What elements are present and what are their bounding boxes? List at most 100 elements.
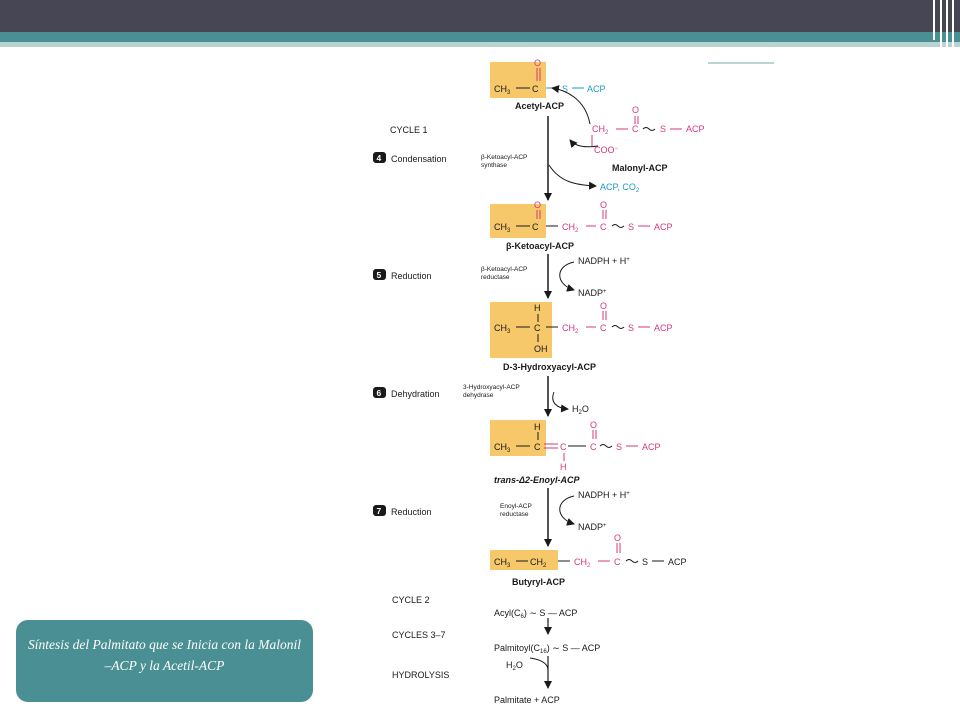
svg-text:CH2: CH2 [530,557,547,569]
butyryl-acp-structure: CH3 CH2 CH2 C O S ACP [494,533,687,569]
svg-text:CH3: CH3 [494,222,511,234]
step5-badge [373,269,386,280]
title-bar [0,0,960,32]
svg-text:OH: OH [534,344,548,354]
hydrolysis-label: HYDROLYSIS [392,670,449,680]
svg-text:O: O [534,200,541,210]
enoyl-highlight [490,420,546,456]
enoyl-acp-label: trans-Δ2-Enoyl-ACP [494,475,581,485]
svg-text:ACP: ACP [654,222,673,232]
svg-text:O: O [600,200,607,210]
h2o-6: H2O [572,404,589,416]
svg-text:O: O [632,105,639,115]
decorative-line [708,62,774,64]
svg-text:CH2: CH2 [562,323,579,335]
acp-co2-byproduct: ACP, CO2 [600,182,640,194]
ketoacyl-highlight [490,204,546,238]
svg-text:C: C [534,323,541,333]
malonyl-acp-structure: O CH2 C S ACP COO− [591,105,705,155]
svg-text:C: C [600,222,607,232]
step4-enzyme-line2: synthase [481,162,507,169]
enoyl-acp-structure: H CH3 C C H C O S ACP [494,420,661,472]
h2o-hydrolysis: H2O [506,660,523,672]
ketoacyl-acp-structure: CH3 C O CH2 C O S ACP [494,200,673,234]
svg-text:ACP: ACP [587,84,606,94]
cycle2-label: CYCLE 2 [392,595,430,605]
butyryl-highlight [490,550,558,570]
nadph-7: NADPH + H+ [578,490,630,500]
nadp-5: NADP+ [578,288,607,298]
svg-text:CH2: CH2 [574,557,591,569]
svg-text:C: C [532,222,539,232]
svg-text:H: H [560,462,567,472]
svg-text:C: C [614,557,621,567]
step5-name: Reduction [391,271,432,281]
step7-number: 7 [377,506,382,516]
decorative-line [940,0,942,60]
decorative-line [568,47,888,50]
step7-enzyme-line2: reductase [500,511,529,518]
acyl-c6-acp: Acyl(C6) ∼ S — ACP [494,608,577,620]
acetyl-acp-label: Acetyl-ACP [515,101,564,111]
step6-badge [373,387,386,398]
hydroxyacyl-acp-label: D-3-Hydroxyacyl-ACP [503,362,596,372]
svg-text:C: C [590,442,597,452]
svg-text:C: C [532,84,539,94]
svg-text:C: C [534,442,541,452]
svg-text:S: S [616,442,622,452]
step4-enzyme: β-Ketoacyl-ACP [481,154,527,161]
step4-badge [373,152,386,163]
svg-text:CH3: CH3 [494,557,511,569]
svg-text:C: C [632,124,639,134]
svg-text:S: S [660,124,666,134]
step4-name: Condensation [391,154,447,164]
step5-enzyme: β-Ketoacyl-ACP [481,266,527,273]
hydroxyacyl-acp-structure: H CH3 C OH CH2 C O S ACP [494,301,673,354]
svg-text:CH2: CH2 [592,124,609,136]
step5-number: 5 [377,270,382,280]
accent-bar-light [0,42,960,47]
svg-text:O: O [534,58,541,68]
svg-text:S: S [628,323,634,333]
palmitate-products: Palmitate + ACP [494,695,560,705]
accent-bar [0,32,960,42]
decorative-line [946,0,948,66]
hydroxyacyl-highlight [490,302,552,358]
svg-text:C: C [560,442,567,452]
svg-text:COO−: COO− [594,145,619,155]
svg-text:H: H [534,422,541,432]
svg-text:C: C [600,323,607,333]
svg-text:ACP: ACP [686,124,705,134]
nadp-7: NADP+ [578,522,607,532]
step6-number: 6 [377,388,382,398]
palmitoyl-c16-acp: Palmitoyl(C16) ∼ S — ACP [494,643,600,655]
step7-badge [373,505,386,516]
acetyl-acp-structure: CH3 C O S ACP [494,58,606,96]
step5-enzyme-line2: reductase [481,274,510,281]
svg-text:S: S [562,84,568,94]
svg-text:S: S [628,222,634,232]
step6-enzyme-line2: dehydrase [463,392,494,399]
decorative-line [952,0,954,66]
svg-text:CH3: CH3 [494,84,511,96]
svg-text:H: H [534,303,541,313]
step6-enzyme: 3-Hydroxyacyl-ACP [463,384,520,391]
step4-number: 4 [377,153,382,163]
ketoacyl-acp-label: β-Ketoacyl-ACP [506,241,574,251]
step7-enzyme: Enoyl-ACP [500,503,532,510]
svg-text:ACP: ACP [654,323,673,333]
svg-text:CH3: CH3 [494,323,511,335]
cycle1-label: CYCLE 1 [390,125,428,135]
step7-name: Reduction [391,507,432,517]
svg-text:ACP: ACP [668,557,687,567]
svg-text:ACP: ACP [642,442,661,452]
svg-text:CH3: CH3 [494,442,511,454]
step6-name: Dehydration [391,389,440,399]
butyryl-acp-label: Butyryl-ACP [512,577,565,587]
svg-text:O: O [614,533,621,543]
cycles37-label: CYCLES 3–7 [392,630,446,640]
decorative-line [933,0,935,40]
svg-text:S: S [642,557,648,567]
svg-text:O: O [590,420,597,430]
